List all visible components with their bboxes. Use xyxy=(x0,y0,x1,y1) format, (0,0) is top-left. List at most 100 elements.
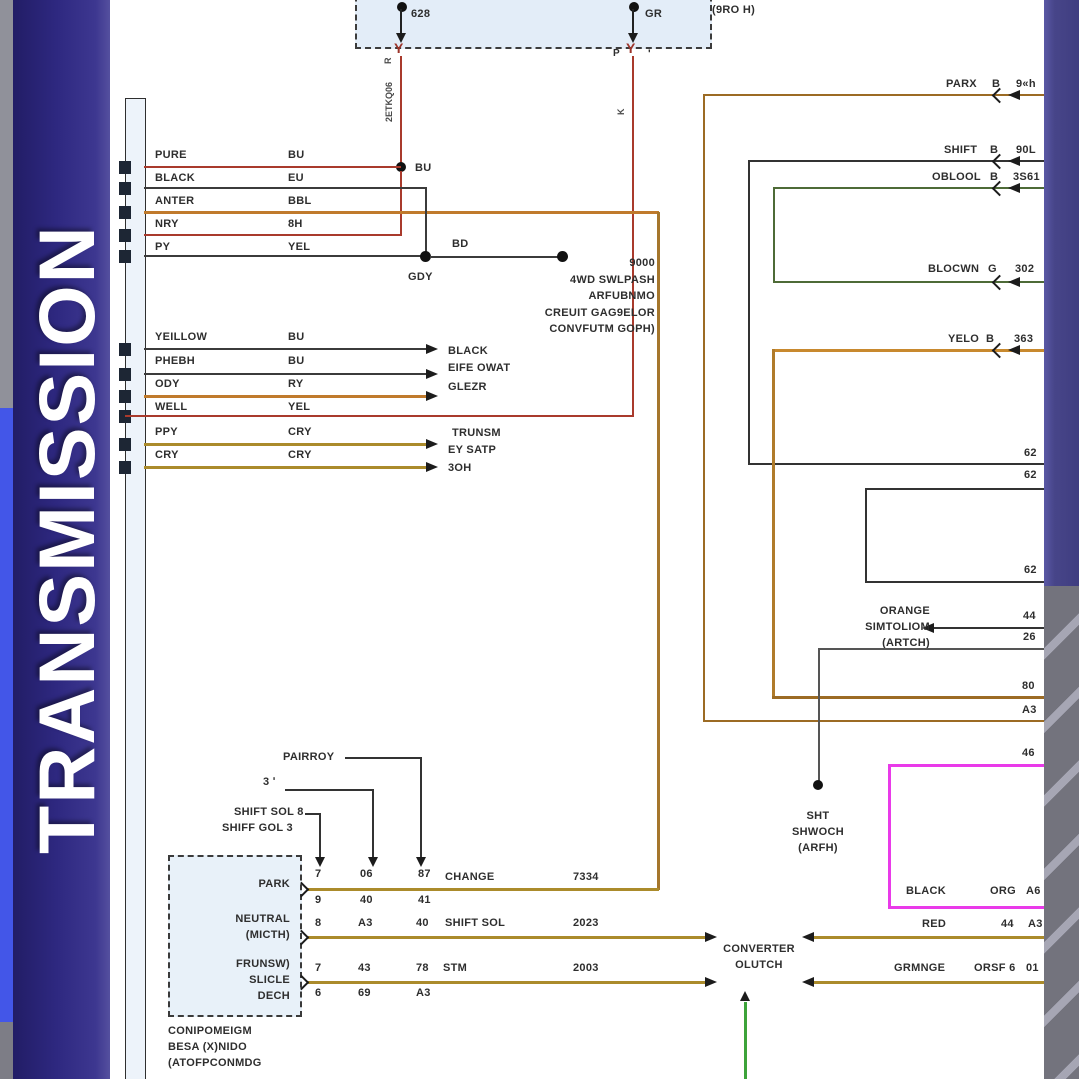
arrow-right xyxy=(426,344,438,354)
wire-bd-label: BD xyxy=(452,238,469,250)
pin-value: 41 xyxy=(418,894,431,906)
pin-block xyxy=(119,250,131,263)
sht-switch-block: SHT SHWOCH (ARFH) xyxy=(770,808,866,856)
pin-gr-label: GR xyxy=(645,8,663,20)
wire-name: BLACK xyxy=(155,172,195,184)
dest-label: BLACK xyxy=(448,345,488,357)
wire-name: CRY xyxy=(155,449,179,461)
wire-code: 8H xyxy=(288,218,303,230)
pin-block xyxy=(119,390,131,403)
magenta-box-left xyxy=(888,764,891,908)
top-module-box xyxy=(355,0,712,49)
dest-label: EIFE OWAT xyxy=(448,362,511,374)
pin-block xyxy=(119,161,131,174)
wire-gdy-to-switch xyxy=(430,256,562,258)
sht-switch-line: SHT xyxy=(806,810,830,822)
splice-dot-628 xyxy=(397,2,407,12)
right-pin-62c: 62 xyxy=(1024,564,1037,576)
dest-label: GLEZR xyxy=(448,381,487,393)
junction-dot-switch xyxy=(557,251,568,262)
wire-anter xyxy=(144,211,659,214)
wire-grange-row xyxy=(812,981,1044,984)
wire-name: PURE xyxy=(155,149,187,161)
sol-wire-label: SHIFT SOL xyxy=(445,917,506,929)
wire-26-row xyxy=(818,648,1044,650)
y-connector-right: Y xyxy=(626,40,636,56)
footer-note: BESA (X)NIDO xyxy=(168,1041,247,1053)
arrow-down-gr xyxy=(628,33,638,43)
right-pin-44: 44 xyxy=(1023,610,1036,622)
right-wire-code: B xyxy=(986,333,995,345)
right-pin-62a: 62 xyxy=(1024,447,1037,459)
component-frunsw: FRUNSW) SLICLE DECH xyxy=(180,956,290,1004)
pin-value: 69 xyxy=(358,987,371,999)
arrow-left xyxy=(802,977,814,987)
wire-cry xyxy=(144,466,428,469)
arrow-right xyxy=(705,977,717,987)
wire-red-row xyxy=(812,936,1044,939)
right-wire-pin: 363 xyxy=(1014,333,1034,345)
orange-switch-line: SIMTOLIOM xyxy=(865,621,930,633)
sol-head-drop xyxy=(319,813,321,859)
wire-code: EU xyxy=(288,172,304,184)
wire-sht-drop xyxy=(818,648,820,784)
footer-note: (ATOFPCONMDG xyxy=(168,1057,262,1069)
switch-line: CREUIT GAG9ELOR xyxy=(544,306,655,319)
wire-44-row xyxy=(932,627,1044,629)
magenta-black-label: BLACK xyxy=(906,885,946,897)
wire-name: ODY xyxy=(155,378,180,390)
wire-628-drop xyxy=(400,9,402,36)
left-strip-top xyxy=(0,0,13,408)
sol-wire-circuit: 2003 xyxy=(573,962,599,974)
grange-wire-v1: ORSF 6 xyxy=(974,962,1016,974)
left-strip-bottom xyxy=(0,1022,13,1079)
arrow-down xyxy=(315,857,325,867)
wire-code: CRY xyxy=(288,426,312,438)
wire-red-bu-down xyxy=(400,171,402,235)
component-box xyxy=(168,855,302,1017)
right-wire-code: B xyxy=(990,144,999,156)
wire-code: YEL xyxy=(288,401,311,413)
rect62-bottom xyxy=(865,581,1044,583)
pin-value: A3 xyxy=(416,987,431,999)
pin-value: A3 xyxy=(358,917,373,929)
wire-red-628-down xyxy=(400,56,402,166)
sol-head-line xyxy=(305,813,320,815)
tick-mark: ' xyxy=(648,48,651,60)
wire-shift-drop xyxy=(748,160,750,465)
sol-head-line xyxy=(345,757,421,759)
rotated-r-label: R xyxy=(383,57,393,65)
right-wire-name: OBLOOL xyxy=(932,171,981,183)
pin-block xyxy=(119,343,131,356)
wire-green-drop xyxy=(773,187,775,283)
connector-chevron xyxy=(991,87,1008,104)
magenta-pin-label: A6 xyxy=(1026,885,1041,897)
rotated-p-label: P xyxy=(613,48,620,59)
pin-value: 06 xyxy=(360,868,373,880)
pin-block xyxy=(119,438,131,451)
sht-switch-line: SHWOCH xyxy=(792,826,844,838)
right-band-striped xyxy=(1044,586,1079,1079)
arrow-left xyxy=(1008,345,1020,355)
wire-red-gr-down xyxy=(632,56,634,417)
pin-value: 7 xyxy=(315,962,322,974)
wire-change xyxy=(307,888,659,891)
switch-line: 4WD SWLPASH xyxy=(570,273,655,286)
right-wire-name: PARX xyxy=(946,78,977,90)
pin-block xyxy=(119,206,131,219)
rect62-top xyxy=(865,488,1044,490)
splice-dot-gr xyxy=(629,2,639,12)
wire-name: PHEBH xyxy=(155,355,196,367)
arrow-left xyxy=(1008,90,1020,100)
wire-gr-drop xyxy=(632,9,634,36)
wire-black-eu-drop xyxy=(425,188,427,256)
connector-chevron xyxy=(991,153,1008,170)
wire-code: BU xyxy=(288,331,305,343)
arrow-right xyxy=(426,439,438,449)
wire-code: BU xyxy=(288,149,305,161)
wire-name: WELL xyxy=(155,401,188,413)
magenta-org-label: ORG xyxy=(990,885,1016,897)
arrow-left xyxy=(1008,277,1020,287)
pin-block xyxy=(119,368,131,381)
switch-line: CONVFUTM GOPH) xyxy=(549,323,655,335)
